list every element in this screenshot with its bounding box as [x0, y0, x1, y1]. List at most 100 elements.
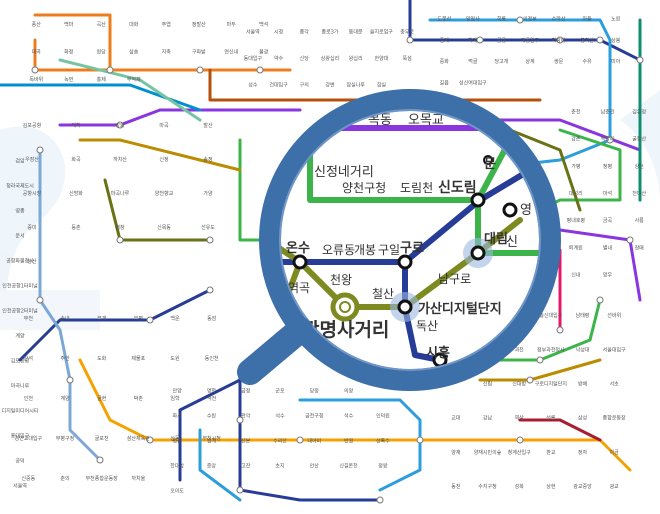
bg-station-label: 수원	[207, 413, 217, 420]
bg-station-label: 박촌	[134, 395, 144, 402]
bg-station-label: 홍제	[97, 76, 107, 83]
label-cheolsan: 철산	[372, 287, 394, 301]
label-onsu: 온수	[286, 241, 310, 256]
bg-station-label: 금천구청	[305, 413, 323, 420]
bg-station-label: 상현	[546, 483, 556, 490]
bg-station-label: 신중동	[21, 475, 35, 482]
bg-station-label: 안산	[310, 463, 320, 470]
bg-station-label: 서울역	[246, 28, 260, 35]
bg-station-label: 선릉	[546, 415, 556, 422]
line-9-path	[78, 138, 242, 172]
bg-station-label: 총신대입구	[539, 312, 562, 319]
bg-station-label: 성신여대입구	[459, 79, 487, 86]
bg-station-label: 동인천	[205, 355, 219, 362]
bg-station-label: 화랑대	[552, 37, 566, 44]
line-1-suwon	[178, 378, 242, 482]
bg-station-label: 의정부	[523, 16, 537, 23]
bg-station-label: 대화	[129, 21, 139, 28]
line-1-west	[18, 288, 212, 362]
bg-station-label: 동천	[451, 483, 461, 490]
bg-station-label: 춘천	[571, 109, 581, 116]
line-3-path	[33, 38, 292, 72]
label-guil: 구일	[378, 243, 400, 257]
bg-station-label: 종합운동장	[603, 415, 626, 422]
label-gwangmyeong: 광명사거리	[302, 319, 389, 341]
bg-station-label: 명학	[207, 388, 217, 395]
bg-station-label: 종각	[300, 28, 310, 35]
gyeongui-path	[58, 58, 202, 122]
line-3-upper	[33, 13, 112, 72]
bg-station-label: 신정	[159, 156, 168, 163]
bg-station-label: 운서	[15, 233, 24, 240]
label-dorimcheon: 도림천	[400, 180, 433, 195]
label-mokdong: 목동	[368, 113, 392, 128]
station-sindorim[interactable]	[470, 192, 486, 208]
station-gasan[interactable]	[397, 299, 413, 315]
bg-station-label: 김포공항	[11, 358, 30, 365]
bg-station-label: 송내	[60, 315, 70, 322]
bg-station-label: 판교	[546, 449, 556, 456]
bg-station-label: 독바위	[29, 76, 43, 83]
label-guro: 구로	[400, 241, 424, 256]
station-yeong[interactable]	[502, 202, 518, 218]
station-onsu[interactable]	[292, 254, 308, 270]
bg-station-label: 중계	[440, 37, 450, 44]
bg-station-label: 백양리	[601, 136, 615, 143]
bg-station-label: 연신내	[224, 49, 238, 56]
line-4-south	[298, 398, 422, 492]
bg-station-label: 까치산	[113, 156, 127, 163]
bg-station-label: 대야미	[307, 438, 321, 445]
bg-station-label: 선유도	[201, 224, 215, 231]
bg-station-label: 주안	[60, 355, 70, 362]
bg-station-label: 검암	[15, 158, 25, 165]
bg-station-label: 잠실	[377, 82, 387, 89]
bg-station-label: 동암	[207, 315, 217, 322]
bg-station-label: 금정	[241, 388, 250, 395]
bg-station-label: 청라국제도시	[6, 183, 34, 190]
magnifier-ring-inner	[279, 109, 541, 371]
bg-station-label: 수지구청	[478, 483, 496, 490]
bg-station-label: 경인교대입구	[15, 435, 43, 442]
bg-station-label: 남태령	[576, 312, 590, 319]
station-gwangmyeong-inner	[339, 301, 351, 313]
station-mun[interactable]	[483, 155, 493, 165]
bg-station-label: 지축	[162, 49, 172, 56]
bg-station-label: 정자	[578, 449, 588, 456]
bg-station-label: 미금	[610, 449, 620, 456]
bg-station-label: 대곡	[32, 49, 42, 56]
label-gaebong: 개봉	[354, 243, 376, 257]
bg-station-label: 관악	[241, 413, 251, 420]
bg-station-label: 남춘천	[601, 109, 615, 116]
bg-station-label: 신림	[483, 380, 492, 387]
station-daerim[interactable]	[470, 245, 486, 261]
bg-station-label: 백운	[170, 315, 180, 322]
label-sinjeongnegeori: 신정네거리	[314, 165, 374, 180]
bg-station-label: 석수	[275, 413, 285, 420]
bg-station-label: 쌍문	[554, 58, 564, 65]
bg-station-label: 퇴계원	[569, 244, 583, 251]
bg-station-label: 교대	[451, 415, 461, 422]
label-oryudong: 오류동	[322, 243, 355, 257]
bg-station-label: 약수	[274, 55, 284, 62]
bg-station-label: 정왕	[378, 463, 388, 470]
label-yangcheongucheong: 양천구청	[342, 180, 386, 195]
bg-station-label: 미아	[611, 58, 621, 65]
bg-station-label: 과천	[515, 346, 525, 353]
bg-station-label: 화정	[64, 49, 73, 56]
bg-station-label: 부평	[134, 315, 143, 322]
bg-station-label: 반월	[344, 438, 354, 445]
bg-station-label: 인천공항1터미널	[2, 283, 38, 290]
label-omokgyo: 오목교	[408, 113, 444, 128]
bg-station-label: 신길온천	[339, 463, 358, 470]
station-guro[interactable]	[397, 254, 413, 270]
bg-station-label: 강촌	[571, 136, 581, 143]
bg-station-label: 광교중앙	[573, 483, 592, 490]
bg-station-label: 굴봉산	[632, 136, 646, 143]
bg-station-label: 망우	[603, 271, 613, 278]
label-sin: 신	[506, 235, 518, 250]
bg-station-label: 양재	[451, 449, 461, 456]
shinbundang-line	[518, 418, 602, 442]
bg-station-label: 구파발	[192, 49, 206, 56]
